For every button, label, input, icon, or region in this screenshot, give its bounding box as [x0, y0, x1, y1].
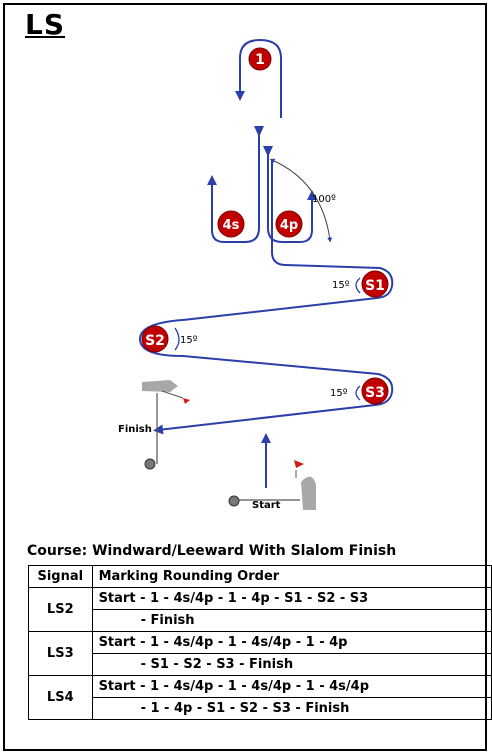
finish-pin-buoy	[144, 458, 156, 470]
angle-label-s1: 15º	[332, 280, 350, 291]
finish-flag	[183, 398, 190, 404]
signal-cell: LS2	[28, 587, 93, 632]
course-arrowheads	[254, 126, 273, 157]
arrowhead-2	[263, 146, 273, 157]
mark-s1: S1	[361, 270, 389, 298]
arrowhead-1	[254, 126, 264, 137]
mark-s3: S3	[361, 377, 389, 405]
course-lines	[138, 38, 394, 501]
finish-boat	[142, 380, 190, 404]
table-row: LS4 Start - 1 - 4s/4p - 1 - 4s/4p - 1 - …	[28, 675, 492, 720]
course-code-title: LS	[25, 8, 66, 41]
rounding-order-table: Signal Marking Rounding Order LS2 Start …	[28, 565, 492, 720]
angle-label-100: 100º	[312, 194, 336, 205]
table-row: LS3 Start - 1 - 4s/4p - 1 - 4s/4p - 1 - …	[28, 631, 492, 676]
header-signal: Signal	[28, 565, 93, 588]
start-flag	[294, 460, 304, 468]
order-line-2: - 1 - 4p - S1 - S2 - S3 - Finish	[91, 697, 492, 720]
angle-bracket-s2	[174, 327, 180, 351]
mark-s1-label: S1	[365, 278, 385, 294]
signal-cell: LS4	[28, 675, 93, 720]
table-row: - S1 - S2 - S3 - Finish	[29, 653, 492, 676]
mark-4p-label: 4p	[280, 218, 298, 233]
mark-s3-label: S3	[365, 385, 385, 401]
angle-arc-100	[269, 158, 333, 243]
table-row: LS2 Start - 1 - 4s/4p - 1 - 4p - S1 - S2…	[28, 587, 492, 632]
mark-s2-label: S2	[145, 333, 165, 349]
table-row: - Finish	[29, 609, 492, 632]
order-line-1: Start - 1 - 4s/4p - 1 - 4s/4p - 1 - 4s/4…	[91, 675, 492, 698]
mark-s2: S2	[141, 325, 169, 353]
mark-1-label: 1	[255, 52, 265, 68]
order-line-1: Start - 1 - 4s/4p - 1 - 4p - S1 - S2 - S…	[91, 587, 492, 610]
header-order: Marking Rounding Order	[91, 565, 492, 588]
signal-cell: LS3	[28, 631, 93, 676]
mark-1-rounding-path	[235, 38, 282, 118]
leg-to-s1	[182, 160, 394, 321]
mark-4p: 4p	[275, 210, 303, 238]
course-description: Course: Windward/Leeward With Slalom Fin…	[27, 543, 397, 559]
order-line-2: - Finish	[91, 609, 492, 632]
angle-bracket-s3	[355, 385, 361, 401]
angle-label-s2: 15º	[180, 335, 198, 346]
start-label: Start	[252, 500, 281, 511]
s2-rounding-path	[138, 319, 394, 435]
downwind-leg-left	[207, 128, 260, 243]
table-row: - 1 - 4p - S1 - S2 - S3 - Finish	[29, 697, 492, 720]
table-header-row: Signal Marking Rounding Order	[28, 565, 492, 588]
course-diagram: 1 4s 4p S1 S2 S3 100º 15º 15º 15º Finish…	[118, 38, 394, 511]
angle-bracket-s1	[355, 277, 361, 294]
mark-1: 1	[248, 47, 272, 71]
angle-indicators	[174, 277, 361, 401]
angle-label-s3: 15º	[330, 388, 348, 399]
start-boat	[294, 460, 316, 510]
start-pin-buoy	[228, 495, 240, 507]
order-line-1: Start - 1 - 4s/4p - 1 - 4s/4p - 1 - 4p	[91, 631, 492, 654]
mark-4s-label: 4s	[223, 218, 240, 233]
mark-4s: 4s	[217, 210, 245, 238]
order-line-2: - S1 - S2 - S3 - Finish	[91, 653, 492, 676]
finish-label: Finish	[118, 424, 152, 435]
